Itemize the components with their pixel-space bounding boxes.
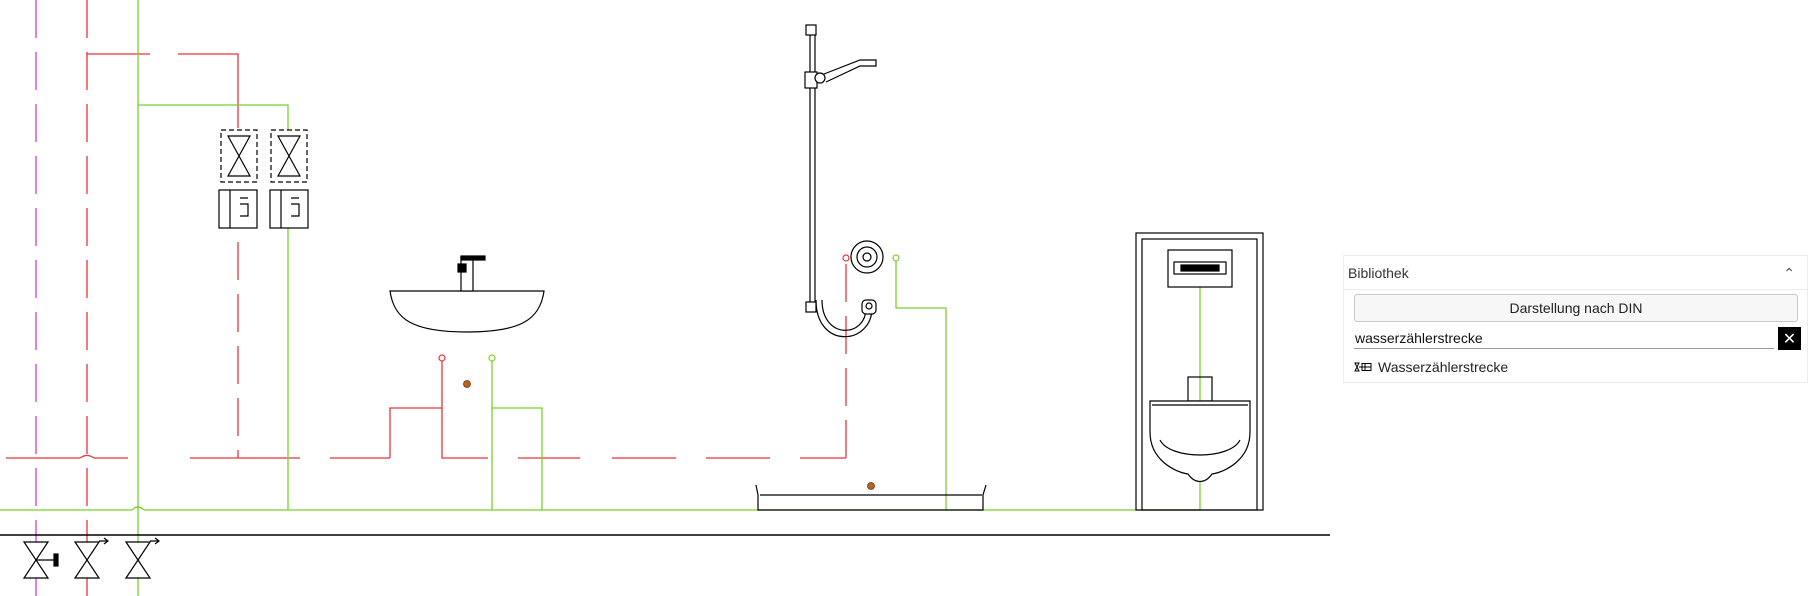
chevron-up-icon[interactable]: ⌃ [1783,264,1795,281]
pipe-connection-markers [438,253,1204,362]
library-result-label: Wasserzählerstrecke [1378,359,1509,375]
shower-tray-symbol [755,484,987,511]
library-result-item[interactable]: Wasserzählerstrecke [1354,357,1508,377]
close-icon: ✕ [1782,329,1797,348]
wash-basin-symbol [389,255,545,333]
din-representation-button[interactable]: Darstellung nach DIN [1354,294,1798,322]
shutoff-valve-symbols [218,129,309,229]
library-search-input[interactable] [1354,327,1774,349]
library-search-row: ✕ [1354,327,1802,351]
water-meter-icon [1354,362,1372,372]
riser-valve-symbols [22,537,160,579]
cold-water-pipes [0,0,1201,596]
library-panel-header[interactable]: Bibliothek ⌃ [1344,256,1807,290]
shower-symbol [804,24,884,338]
wc-symbol [1135,232,1264,511]
clear-search-button[interactable]: ✕ [1778,327,1801,350]
cad-drawing-canvas[interactable] [0,0,1330,596]
library-panel-title: Bibliothek [1348,264,1409,281]
library-panel: Bibliothek ⌃ Darstellung nach DIN ✕ Wass… [1343,255,1808,383]
drain-points [463,380,1204,490]
hot-water-pipes [6,0,847,596]
